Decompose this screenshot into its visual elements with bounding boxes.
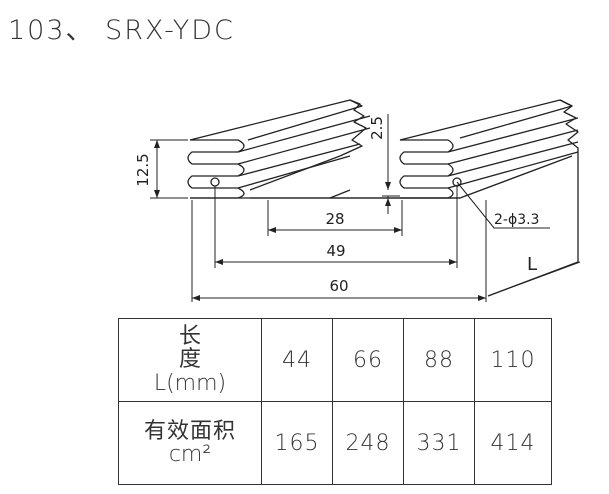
dim-rib: 2.5 xyxy=(368,116,386,140)
spec-table: 长 度 L(mm) 44 66 88 110 有效面积 cm² 165 248 … xyxy=(118,318,552,485)
area-value-3: 331 xyxy=(403,401,475,485)
dim-inner: 28 xyxy=(325,210,344,228)
dim-hole: 2-ϕ3.3 xyxy=(494,212,539,228)
table-row-area: 有效面积 cm² 165 248 331 414 xyxy=(118,401,552,485)
length-label: 长 度 xyxy=(178,324,227,373)
length-unit: L(mm) xyxy=(153,370,227,396)
length-value-1: 44 xyxy=(261,318,333,402)
area-unit: cm² xyxy=(168,442,212,467)
length-value-4: 110 xyxy=(474,318,552,402)
dim-overall: 60 xyxy=(329,277,348,295)
area-value-2: 248 xyxy=(332,401,404,485)
left-profile xyxy=(187,139,245,199)
heatsink-drawing: 12.5 2.5 28 49 60 2-ϕ3.3 L xyxy=(134,99,581,302)
area-value-1: 165 xyxy=(261,401,333,485)
dim-height: 12.5 xyxy=(134,153,152,186)
table-row-length: 长 度 L(mm) 44 66 88 110 xyxy=(118,318,552,402)
dim-length: L xyxy=(527,254,537,275)
left-hole xyxy=(210,177,220,187)
length-value-2: 66 xyxy=(332,318,404,402)
area-value-4: 414 xyxy=(474,401,552,485)
length-header-cell: 长 度 L(mm) xyxy=(118,318,262,402)
dim-middle: 49 xyxy=(326,242,345,260)
diagram-title: 103、 SRX-YDC xyxy=(8,15,235,46)
area-label: 有效面积 xyxy=(143,418,236,444)
area-header-cell: 有效面积 cm² xyxy=(118,401,262,485)
right-profile xyxy=(399,139,454,199)
length-value-3: 88 xyxy=(403,318,475,402)
